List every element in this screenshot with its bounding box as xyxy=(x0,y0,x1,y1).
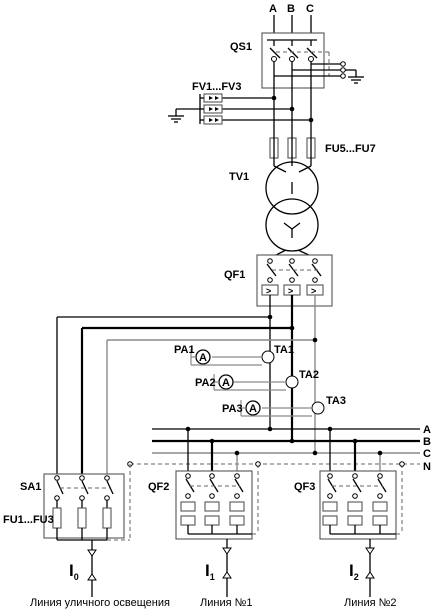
line1-label: Линия №1 xyxy=(200,597,253,609)
qs1-disconnector: QS1 xyxy=(230,32,364,133)
ta3-pa3: A PA3 TA3 xyxy=(222,395,346,417)
i2-label: I2 xyxy=(349,561,359,582)
fu13-label: FU1...FU3 xyxy=(3,514,54,526)
qf1-breaker: > > > QF1 xyxy=(224,254,333,307)
qf3-branch: QF3 xyxy=(294,426,405,597)
ammeter-pa3-glyph: A xyxy=(249,403,257,415)
bus-a-label: A xyxy=(423,424,431,436)
qf2-label: QF2 xyxy=(148,481,169,493)
tv1-transformer: TV1 xyxy=(229,161,319,257)
output-labels: I0 I1 I2 Линия уличного освещения Линия … xyxy=(30,561,397,609)
sa1-branch: SA1 FU1...FU3 xyxy=(3,464,131,597)
qs1-label: QS1 xyxy=(230,41,252,53)
qf2-branch: QF2 xyxy=(148,426,261,597)
bus-b-label: B xyxy=(423,436,431,448)
street-lighting-label: Линия уличного освещения xyxy=(30,597,170,609)
bus-c-label: C xyxy=(423,448,431,460)
fv-arresters: FV1...FV3 xyxy=(168,81,314,133)
qf1-label: QF1 xyxy=(224,269,245,281)
phase-a-label: A xyxy=(269,3,277,15)
ammeter-pa1-glyph: A xyxy=(199,352,207,364)
phase-b-label: B xyxy=(287,3,295,15)
i1-label: I1 xyxy=(205,561,215,582)
fu5-fu7-fuses: FU5...FU7 xyxy=(269,133,376,173)
bus-n-label: N xyxy=(423,461,431,473)
tv1-label: TV1 xyxy=(229,171,249,183)
sa1-label: SA1 xyxy=(20,481,41,493)
pa2-label: PA2 xyxy=(195,377,216,389)
qf3-label: QF3 xyxy=(294,481,315,493)
busbars: A B C N xyxy=(127,424,431,473)
ta1-pa1: A PA1 TA1 xyxy=(174,344,294,366)
svg-text:>: > xyxy=(311,286,316,296)
ta2-pa2: A PA2 TA2 xyxy=(195,369,319,391)
ta2-label: TA2 xyxy=(299,369,319,381)
pa1-label: PA1 xyxy=(174,344,195,356)
ammeter-pa2-glyph: A xyxy=(222,377,230,389)
phase-c-label: C xyxy=(306,3,314,15)
svg-text:>: > xyxy=(288,286,293,296)
ta3-label: TA3 xyxy=(326,395,346,407)
main-risers xyxy=(56,295,318,474)
svg-text:>: > xyxy=(266,286,271,296)
ta1-label: TA1 xyxy=(274,344,294,356)
line2-label: Линия №2 xyxy=(344,597,397,609)
i0-label: I0 xyxy=(69,561,79,582)
fu57-label: FU5...FU7 xyxy=(325,143,376,155)
fv-label: FV1...FV3 xyxy=(192,81,242,93)
pa3-label: PA3 xyxy=(222,403,243,415)
